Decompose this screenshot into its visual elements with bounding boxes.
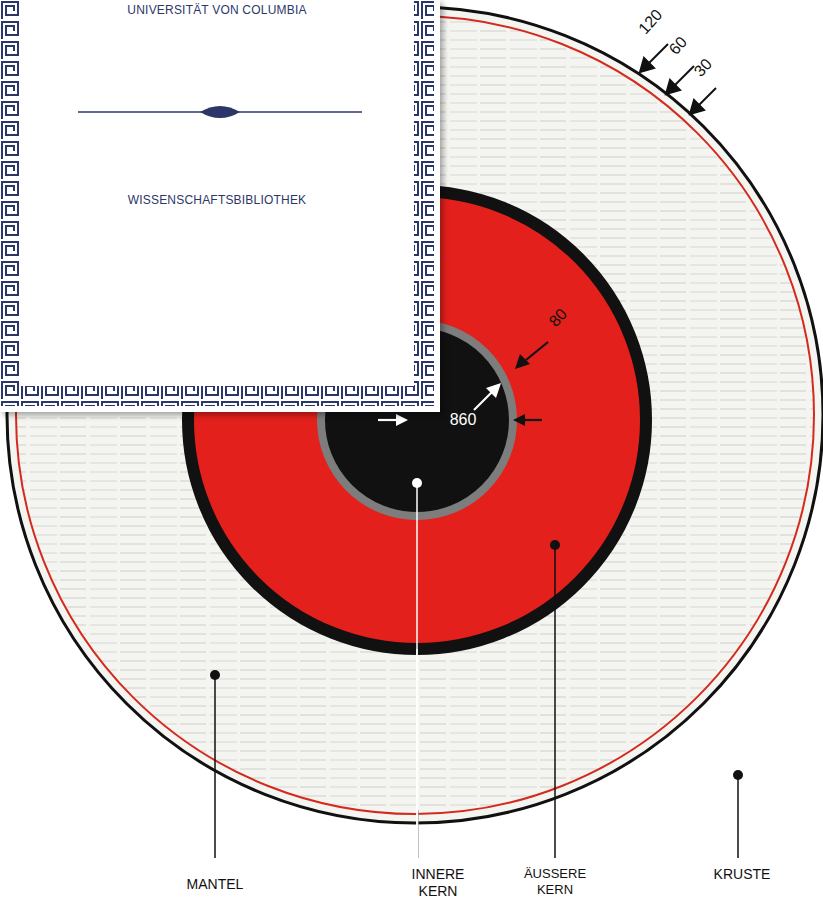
dimension-number: 120 (634, 6, 666, 39)
part-name: MANTEL (170, 876, 260, 893)
part-name: KRUSTE (697, 866, 787, 883)
dimension-number: 860 (450, 410, 477, 429)
stamp-text: WISSENSCHAFTSBIBLIOTHEK (30, 193, 404, 207)
stamp-text: UNIVERSITÄT VON COLUMBIA (30, 3, 404, 17)
part-name: INNERE KERN (406, 866, 470, 900)
part-name: ÄUSSERE KERN (519, 866, 591, 897)
dimension-number: 60 (665, 33, 691, 59)
dimension-number: 30 (690, 55, 716, 81)
leader-lines (210, 478, 743, 858)
library-stamp-card: UNIVERSITÄT VON COLUMBIA WISSENSCHAFTSBIB… (0, 0, 440, 412)
